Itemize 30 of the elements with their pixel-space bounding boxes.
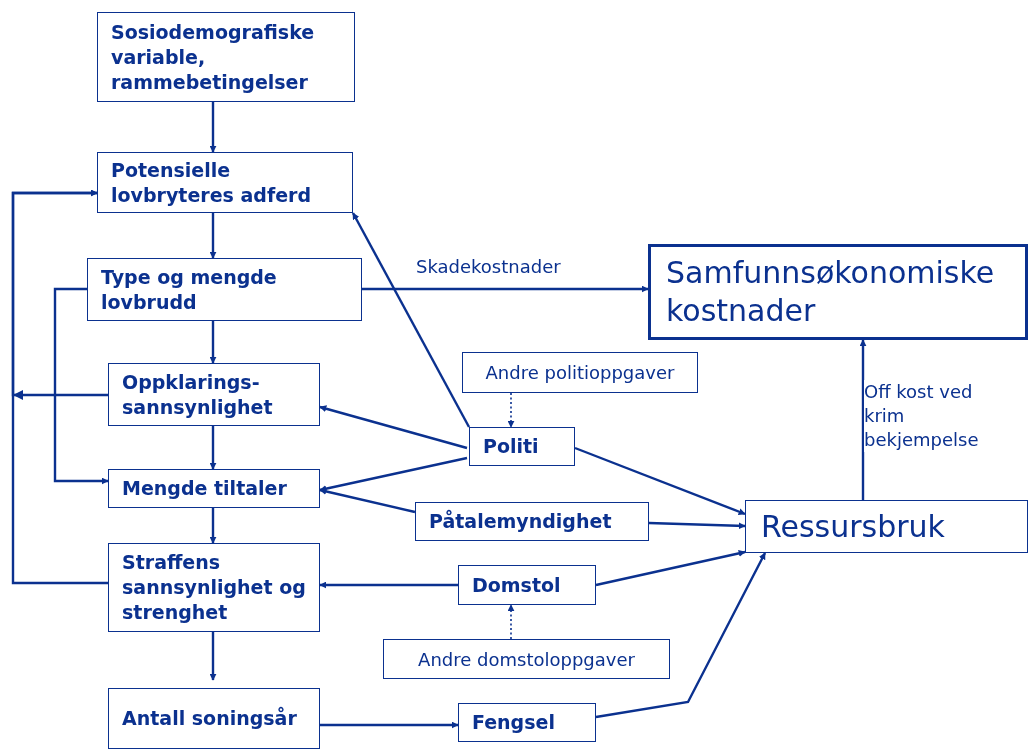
process-box	[745, 500, 1028, 553]
box-text: Antall soningsår	[122, 706, 297, 731]
box-text: Påtalemyndighet	[429, 509, 612, 534]
process-box	[462, 352, 698, 393]
box-text: Straffens sannsynlighet og strenghet	[122, 550, 307, 625]
box-text: Type og mengde lovbrudd	[101, 264, 278, 315]
process-box	[108, 543, 320, 632]
box-text: Mengde tiltaler	[122, 476, 287, 501]
process-box	[97, 152, 353, 213]
box-text: Samfunnsøkonomiske kostnader	[666, 254, 996, 330]
box-text: Andre domstoloppgaver	[418, 648, 635, 670]
box-text: Politi	[483, 434, 539, 459]
process-box	[97, 12, 355, 102]
box-text: Domstol	[472, 572, 561, 598]
box-text: Sosiodemografiske variable, rammebetingelser	[111, 19, 316, 95]
process-box	[415, 502, 649, 541]
process-box	[458, 565, 596, 605]
box-text: Oppklarings- sannsynlighet	[122, 369, 274, 420]
process-box	[87, 258, 362, 321]
process-box	[648, 244, 1028, 340]
box-text: Fengsel	[472, 710, 555, 735]
box-text: Andre politioppgaver	[485, 362, 675, 383]
process-box	[108, 688, 320, 749]
process-box	[383, 639, 670, 679]
process-box	[469, 427, 575, 466]
process-box	[108, 363, 320, 426]
box-text: Potensielle lovbryteres adferd	[111, 157, 312, 208]
box-text: Ressursbruk	[761, 507, 945, 546]
process-box	[458, 703, 596, 742]
process-box	[108, 469, 320, 508]
